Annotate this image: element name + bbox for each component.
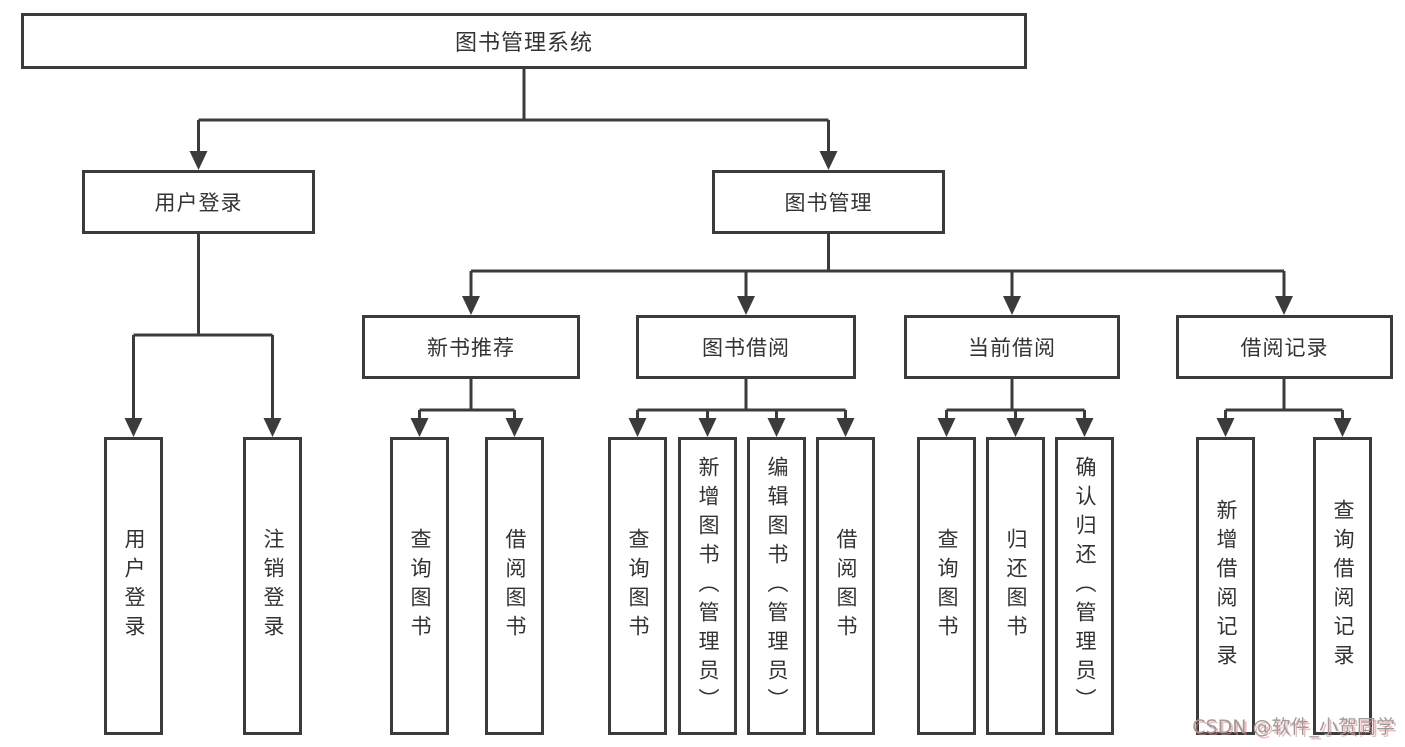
- node-label: 借阅图书: [834, 528, 858, 644]
- node-book-management-module: 图书管理: [712, 170, 945, 234]
- node-leaf-query-books-1: 查询图书: [390, 437, 449, 735]
- node-label: 编辑图书（管理员）: [765, 455, 789, 717]
- node-label: 当前借阅: [968, 336, 1056, 360]
- node-leaf-add-books-admin: 新增图书（管理员）: [678, 437, 737, 735]
- node-new-book-recommend: 新书推荐: [362, 315, 580, 379]
- node-root-system: 图书管理系统: [21, 13, 1027, 69]
- node-label: 新增图书（管理员）: [696, 455, 720, 717]
- node-leaf-query-books-3: 查询图书: [917, 437, 976, 735]
- node-label: 借阅图书: [503, 528, 527, 644]
- node-label: 查询借阅记录: [1331, 499, 1355, 673]
- node-label: 用户登录: [154, 191, 243, 215]
- node-current-borrow: 当前借阅: [904, 315, 1120, 379]
- node-label: 确认归还（管理员）: [1073, 455, 1097, 717]
- node-label: 借阅记录: [1240, 336, 1329, 360]
- node-label: 新增借阅记录: [1214, 499, 1238, 673]
- node-label: 图书借阅: [702, 336, 790, 360]
- node-leaf-query-books-2: 查询图书: [608, 437, 667, 735]
- node-label: 查询图书: [626, 528, 650, 644]
- node-leaf-borrow-books-2: 借阅图书: [816, 437, 875, 735]
- node-label: 查询图书: [935, 528, 959, 644]
- node-label: 新书推荐: [427, 336, 515, 360]
- node-leaf-user-login: 用户登录: [104, 437, 163, 735]
- node-label: 用户登录: [122, 528, 146, 644]
- node-label: 图书管理系统: [454, 31, 593, 56]
- node-leaf-borrow-books-1: 借阅图书: [485, 437, 544, 735]
- node-label: 查询图书: [408, 528, 432, 644]
- csdn-watermark: CSDN @软件_小贺同学: [1192, 716, 1395, 738]
- node-leaf-edit-books-admin: 编辑图书（管理员）: [747, 437, 806, 735]
- node-leaf-confirm-return-admin: 确认归还（管理员）: [1055, 437, 1114, 735]
- node-user-login-module: 用户登录: [82, 170, 315, 234]
- node-leaf-return-books: 归还图书: [986, 437, 1045, 735]
- node-label: 图书管理: [784, 191, 873, 215]
- node-borrow-records: 借阅记录: [1176, 315, 1393, 379]
- node-label: 归还图书: [1004, 528, 1028, 644]
- node-leaf-add-borrow-record: 新增借阅记录: [1196, 437, 1255, 735]
- node-leaf-query-borrow-record: 查询借阅记录: [1313, 437, 1372, 735]
- node-book-borrow: 图书借阅: [636, 315, 856, 379]
- node-label: 注销登录: [261, 528, 285, 644]
- node-leaf-logout: 注销登录: [243, 437, 302, 735]
